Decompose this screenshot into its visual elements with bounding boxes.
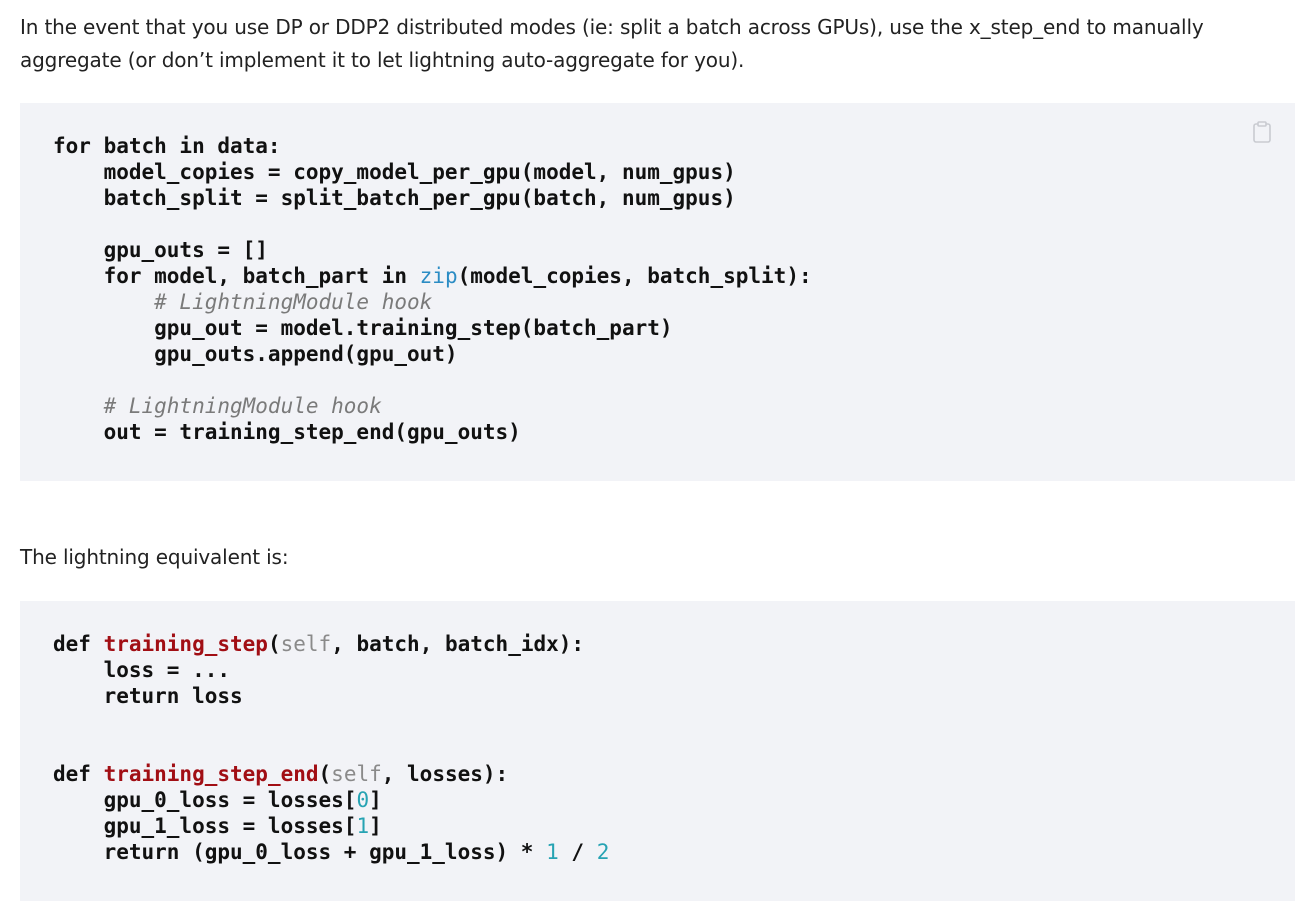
code-token: gpu_0_loss = losses[ bbox=[53, 788, 357, 812]
code-token: return loss bbox=[53, 684, 243, 708]
code-token: 0 bbox=[356, 788, 370, 812]
code-token: for model, batch_part in bbox=[53, 264, 420, 288]
code-line: return loss bbox=[53, 683, 609, 709]
code-token: 1 bbox=[546, 840, 559, 864]
code-token: 1 bbox=[356, 814, 370, 838]
code-line: gpu_1_loss = losses[1] bbox=[53, 813, 609, 839]
code-token: gpu_out = model.training_step(batch_part… bbox=[53, 316, 673, 340]
code-token: training_step_end bbox=[103, 762, 319, 786]
code-token: zip bbox=[419, 264, 458, 288]
equivalent-paragraph: The lightning equivalent is: bbox=[20, 545, 289, 569]
code-line: return (gpu_0_loss + gpu_1_loss) * 1 / 2 bbox=[53, 839, 610, 865]
code-line bbox=[53, 367, 812, 393]
code-token: out = training_step_end(gpu_outs) bbox=[53, 420, 521, 444]
code-token: / bbox=[558, 840, 597, 864]
intro-paragraph: In the event that you use DP or DDP2 dis… bbox=[20, 15, 1204, 72]
code-line: loss = ... bbox=[53, 657, 609, 683]
code-token: for batch in data: bbox=[53, 134, 281, 158]
code-token: # LightningModule hook bbox=[53, 394, 382, 418]
code-line: for batch in data: bbox=[53, 133, 812, 159]
code-line: out = training_step_end(gpu_outs) bbox=[53, 419, 812, 445]
code-token: loss = ... bbox=[53, 658, 231, 682]
code-token: def bbox=[53, 632, 104, 656]
code-token: model_copies = copy_model_per_gpu(model,… bbox=[53, 160, 736, 184]
code-line bbox=[53, 211, 812, 237]
code-token: return (gpu_0_loss + gpu_1_loss) * bbox=[53, 840, 547, 864]
code-token: , losses): bbox=[381, 762, 509, 786]
code-line: gpu_out = model.training_step(batch_part… bbox=[53, 315, 812, 341]
code-content: for batch in data: model_copies = copy_m… bbox=[53, 133, 812, 445]
code-line: # LightningModule hook bbox=[53, 289, 812, 315]
clipboard-icon[interactable] bbox=[1251, 120, 1273, 144]
code-token: ] bbox=[369, 814, 382, 838]
code-token: def bbox=[53, 762, 104, 786]
code-token: self bbox=[331, 762, 382, 786]
code-block-lightning: def training_step(self, batch, batch_idx… bbox=[20, 601, 1295, 901]
code-token: batch_split = split_batch_per_gpu(batch,… bbox=[53, 186, 736, 210]
code-line: gpu_0_loss = losses[0] bbox=[53, 787, 609, 813]
code-token: 2 bbox=[596, 840, 610, 864]
code-line bbox=[53, 709, 609, 735]
code-line bbox=[53, 735, 609, 761]
code-block-loop: for batch in data: model_copies = copy_m… bbox=[20, 103, 1295, 481]
code-line: batch_split = split_batch_per_gpu(batch,… bbox=[53, 185, 812, 211]
code-token: ] bbox=[369, 788, 382, 812]
code-content: def training_step(self, batch, batch_idx… bbox=[53, 631, 609, 865]
code-token: gpu_1_loss = losses[ bbox=[53, 814, 357, 838]
code-line: def training_step_end(self, losses): bbox=[53, 761, 609, 787]
code-token: # LightningModule hook bbox=[53, 290, 433, 314]
code-token: training_step bbox=[103, 632, 268, 656]
code-token: (model_copies, batch_split): bbox=[457, 264, 812, 288]
code-token: ( bbox=[318, 762, 332, 786]
code-line: model_copies = copy_model_per_gpu(model,… bbox=[53, 159, 812, 185]
code-line: gpu_outs = [] bbox=[53, 237, 812, 263]
code-line: def training_step(self, batch, batch_idx… bbox=[53, 631, 609, 657]
code-token: self bbox=[280, 632, 332, 656]
code-token: , batch, batch_idx): bbox=[331, 632, 585, 656]
code-token: gpu_outs = [] bbox=[53, 238, 268, 262]
code-token: gpu_outs.append(gpu_out) bbox=[53, 342, 458, 366]
code-line: gpu_outs.append(gpu_out) bbox=[53, 341, 812, 367]
code-token: ( bbox=[267, 632, 281, 656]
code-line: # LightningModule hook bbox=[53, 393, 812, 419]
code-line: for model, batch_part in zip(model_copie… bbox=[53, 263, 812, 289]
